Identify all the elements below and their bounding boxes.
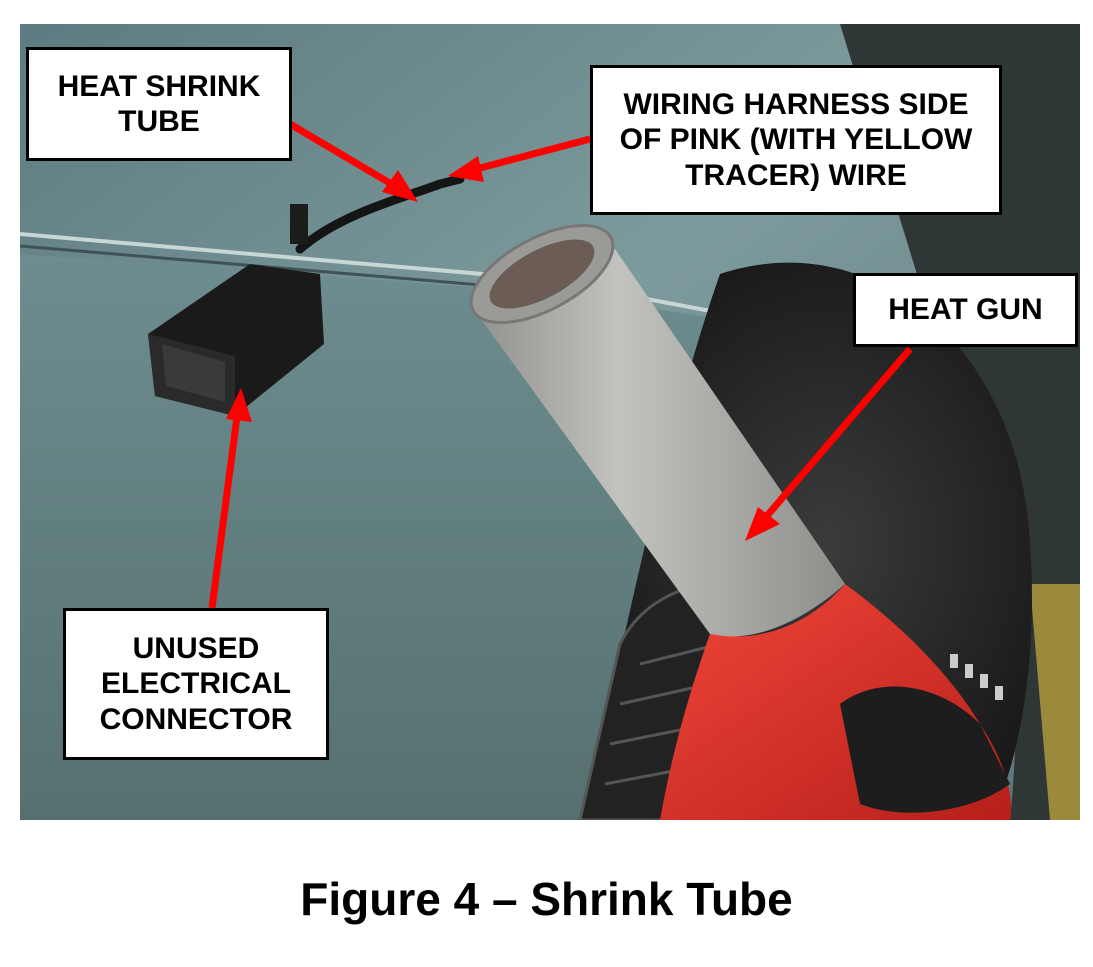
heat-gun [469,224,1012,820]
callout-heat-gun: HEAT GUN [853,273,1078,347]
callout-heat-shrink-tube: HEAT SHRINK TUBE [26,47,292,161]
arrows [208,120,913,609]
callout-wiring-harness: WIRING HARNESS SIDE OF PINK (WITH YELLOW… [590,65,1002,215]
unused-connector [148,204,324,416]
callout-unused-connector: UNUSED ELECTRICAL CONNECTOR [63,608,329,760]
figure-caption: Figure 4 – Shrink Tube [300,873,793,925]
